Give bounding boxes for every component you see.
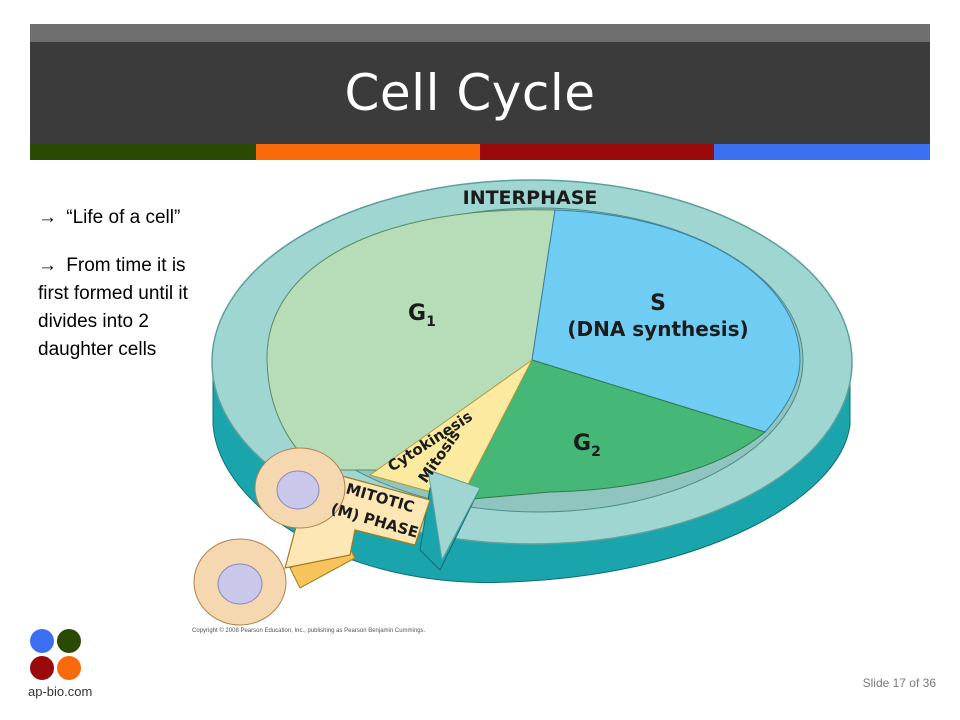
bullet-item: → “Life of a cell” <box>38 204 213 232</box>
logo-dot-green <box>57 629 81 653</box>
stripe-red <box>480 144 714 160</box>
s-sector <box>531 209 801 433</box>
slide-number: Slide 17 of 36 <box>862 676 936 690</box>
stripe-orange <box>256 144 480 160</box>
s-detail-label: (DNA synthesis) <box>567 317 748 341</box>
cell-nucleus <box>276 470 320 510</box>
color-stripes <box>30 144 930 160</box>
s-label: S <box>650 291 666 316</box>
logo-dot-red <box>30 656 54 680</box>
right-arrow-icon: → <box>38 207 57 228</box>
mitosis-wedge <box>368 359 533 501</box>
g2-sector <box>459 359 767 501</box>
right-arrow-icon: → <box>38 255 57 276</box>
stripe-blue <box>714 144 930 160</box>
g2-subscript: 2 <box>591 444 601 460</box>
cell-cycle-diagram: INTERPHASE G1 S (DNA synthesis) G2 Cytok… <box>193 179 853 626</box>
title-bar: Cell Cycle <box>30 42 930 144</box>
bullet-item: → From time it is first formed until it … <box>38 252 213 364</box>
slide-title: Cell Cycle <box>344 64 596 122</box>
title-top-band <box>30 24 930 42</box>
cell-nucleus <box>217 563 263 605</box>
ap-bio-logo <box>30 629 81 680</box>
g1-label-group: G1 <box>408 301 436 330</box>
g2-label-group: G2 <box>573 431 601 460</box>
logo-dot-blue <box>30 629 54 653</box>
bullet-text: “Life of a cell” <box>66 207 181 228</box>
g2-label: G <box>573 431 591 456</box>
bullet-list: → “Life of a cell” → From time it is fir… <box>38 204 213 384</box>
g1-label: G <box>408 301 426 326</box>
interphase-label: INTERPHASE <box>463 187 598 209</box>
ring-arrowhead-top <box>427 469 481 562</box>
logo-text: ap-bio.com <box>28 684 93 699</box>
logo-dot-orange <box>57 656 81 680</box>
bullet-text: From time it is first formed until it di… <box>38 255 188 360</box>
stripe-green <box>30 144 256 160</box>
copyright-note: Copyright © 2008 Pearson Education, Inc.… <box>192 628 426 634</box>
g1-subscript: 1 <box>426 314 436 330</box>
